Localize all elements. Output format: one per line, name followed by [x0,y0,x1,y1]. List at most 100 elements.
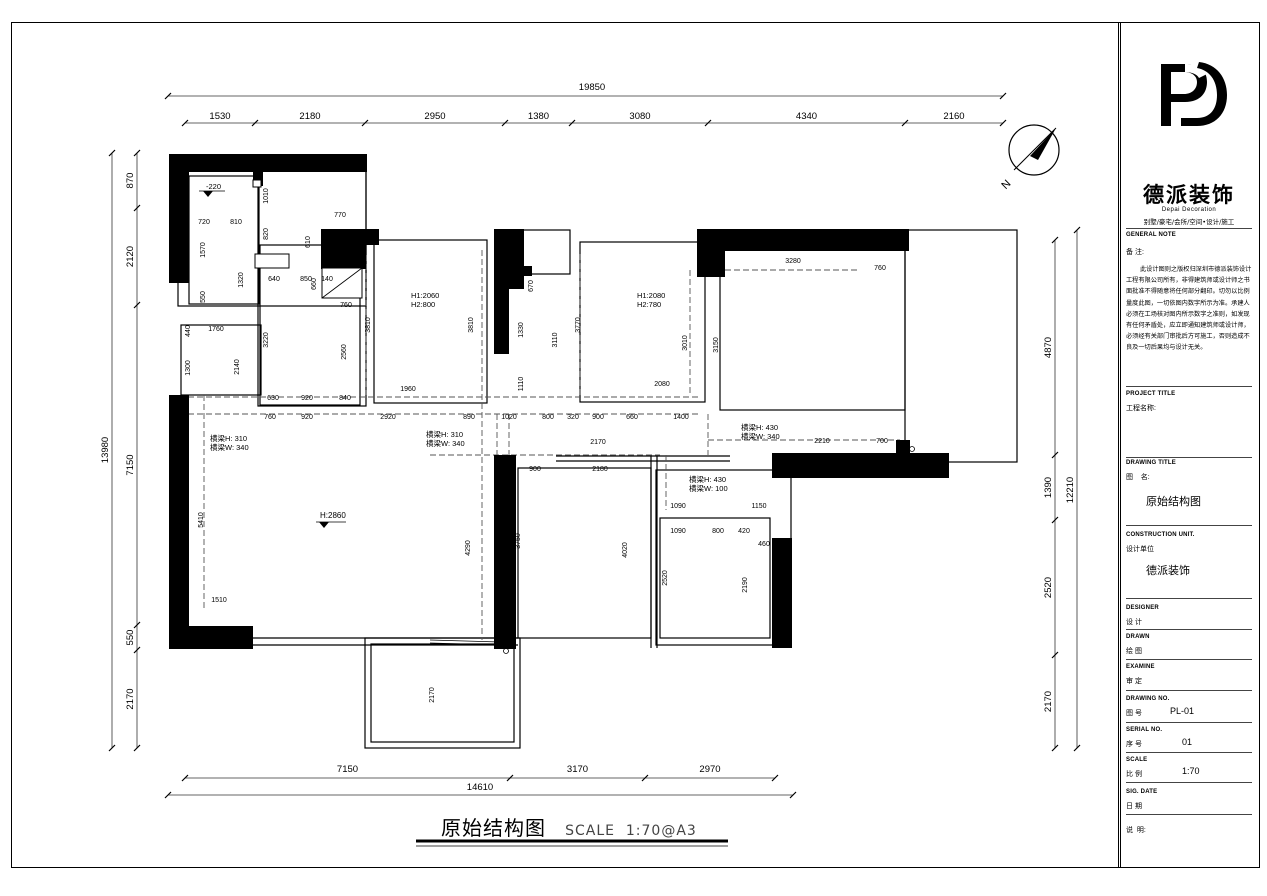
dim-right: 1390 [1043,477,1054,498]
dim-tick [1051,451,1059,459]
beam-height: 横梁H: 310 [426,429,463,439]
dim-tick [704,119,712,127]
dim-bottom-total: 14610 [467,782,493,793]
drawing-no-cn: 图 号 [1126,710,1142,717]
dim-tick [999,92,1007,100]
inner-dim: 670 [528,280,535,292]
examine-cn: 审 定 [1126,678,1142,685]
inner-dim: 1020 [501,414,517,421]
inner-dim: 2210 [814,438,830,445]
dim-top: 2180 [299,111,320,122]
project-title-label: PROJECT TITLE [1126,391,1176,397]
tb-line [1126,659,1252,660]
dim-left: 2120 [125,246,136,267]
inner-dim: 1150 [751,503,766,510]
sig-date-label: SIG. DATE [1126,789,1158,795]
caption-title: 原始结构图 [441,816,546,840]
inner-dim: 550 [200,291,207,303]
inner-dim: 1510 [211,597,227,604]
design-unit: 德派装饰 [1146,564,1190,577]
north-label: N [999,178,1013,192]
beam-height: 横梁H: 430 [741,422,778,432]
dim-right: 2170 [1043,691,1054,712]
inner-dim: 440 [185,325,192,337]
dim-left: 870 [125,173,136,189]
dim-tick [568,119,576,127]
inner-dim: 2170 [429,687,436,703]
dim-top: 3080 [629,111,650,122]
drawn-label: DRAWN [1126,634,1150,640]
drawn-cn: 绘 图 [1126,648,1142,655]
inner-dim: 1090 [670,528,686,535]
north-arrow: N [999,124,1060,192]
dim-bottom: 3170 [567,764,588,775]
inner-dim: 3810 [468,317,475,333]
inner-dim: 660 [626,414,638,421]
inner-dim: 770 [334,212,346,219]
drawing-caption: 原始结构图 SCALE 1:70@A3 [441,812,697,841]
inner-dim: 3750 [515,533,522,549]
inner-dim: 920 [301,395,313,402]
examine-label: EXAMINE [1126,664,1155,670]
inner-dim: 2080 [654,381,670,388]
dim-tick [361,119,369,127]
beam-height: 横梁H: 310 [210,433,247,443]
inner-dim: 1300 [185,360,192,376]
inner-dim: 800 [712,528,724,535]
dim-tick [251,119,259,127]
dim-left: 550 [125,630,136,646]
inner-dim: 2560 [341,344,348,360]
thin-walls [177,170,1018,749]
tb-line [1126,228,1252,229]
beam-lines [188,250,900,640]
general-note-text: 此设计图则之版权归深圳市德派装饰设计工程有限公司所有，非得建筑师或设计师之书面批… [1126,266,1252,352]
tb-line [1126,457,1252,458]
inner-dim: 2920 [380,414,396,421]
dim-tick [1051,236,1059,244]
inner-dim: 4020 [622,542,629,558]
tb-line [1126,598,1252,599]
dim-tick [133,621,141,629]
inner-dim: 890 [463,414,475,421]
beam-width: 横梁W: 340 [426,438,465,448]
inner-dim: 1010 [263,188,270,204]
inner-dim: 3010 [682,335,689,351]
dimension-ticks [108,92,1081,799]
dim-tick [1051,516,1059,524]
serial-no-cn: 序 号 [1126,741,1142,748]
inner-dim: 640 [268,276,280,283]
drawing-name-label: 图 名: [1126,474,1150,481]
inner-dim: 900 [592,414,604,421]
inner-dim: 760 [874,265,886,272]
dim-tick [181,119,189,127]
inner-dim: 320 [567,414,579,421]
scale-cn: 比 例 [1126,771,1142,778]
inner-dim: 630 [267,395,279,402]
inner-dim: 1400 [673,414,689,421]
dim-tick [1073,226,1081,234]
brand-en: Depai Decoration [1161,207,1217,213]
scale-label: SCALE [1126,757,1148,763]
inner-dim: 1960 [400,386,416,393]
dim-tick [501,119,509,127]
dim-tick [901,119,909,127]
inner-dim: 1570 [200,242,207,258]
dim-tick [133,646,141,654]
scale-value: 1:70 [1182,766,1200,776]
serial-no-label: SERIAL NO. [1126,727,1163,733]
dim-right: 4870 [1043,337,1054,358]
inner-dim: 1330 [518,322,525,338]
inner-dim: 2140 [234,359,241,375]
designer-cn: 设 计 [1126,619,1142,626]
dim-left: 2170 [125,688,136,709]
dim-tick [133,301,141,309]
inner-dim: 2180 [592,466,608,473]
design-unit-label: 设计单位 [1126,546,1154,553]
dim-tick [164,92,172,100]
title-block: 德派装饰 Depai Decoration 别墅/豪宅/会所/空间•设计/施工 … [1122,22,1260,868]
dim-left: 7150 [125,454,136,475]
